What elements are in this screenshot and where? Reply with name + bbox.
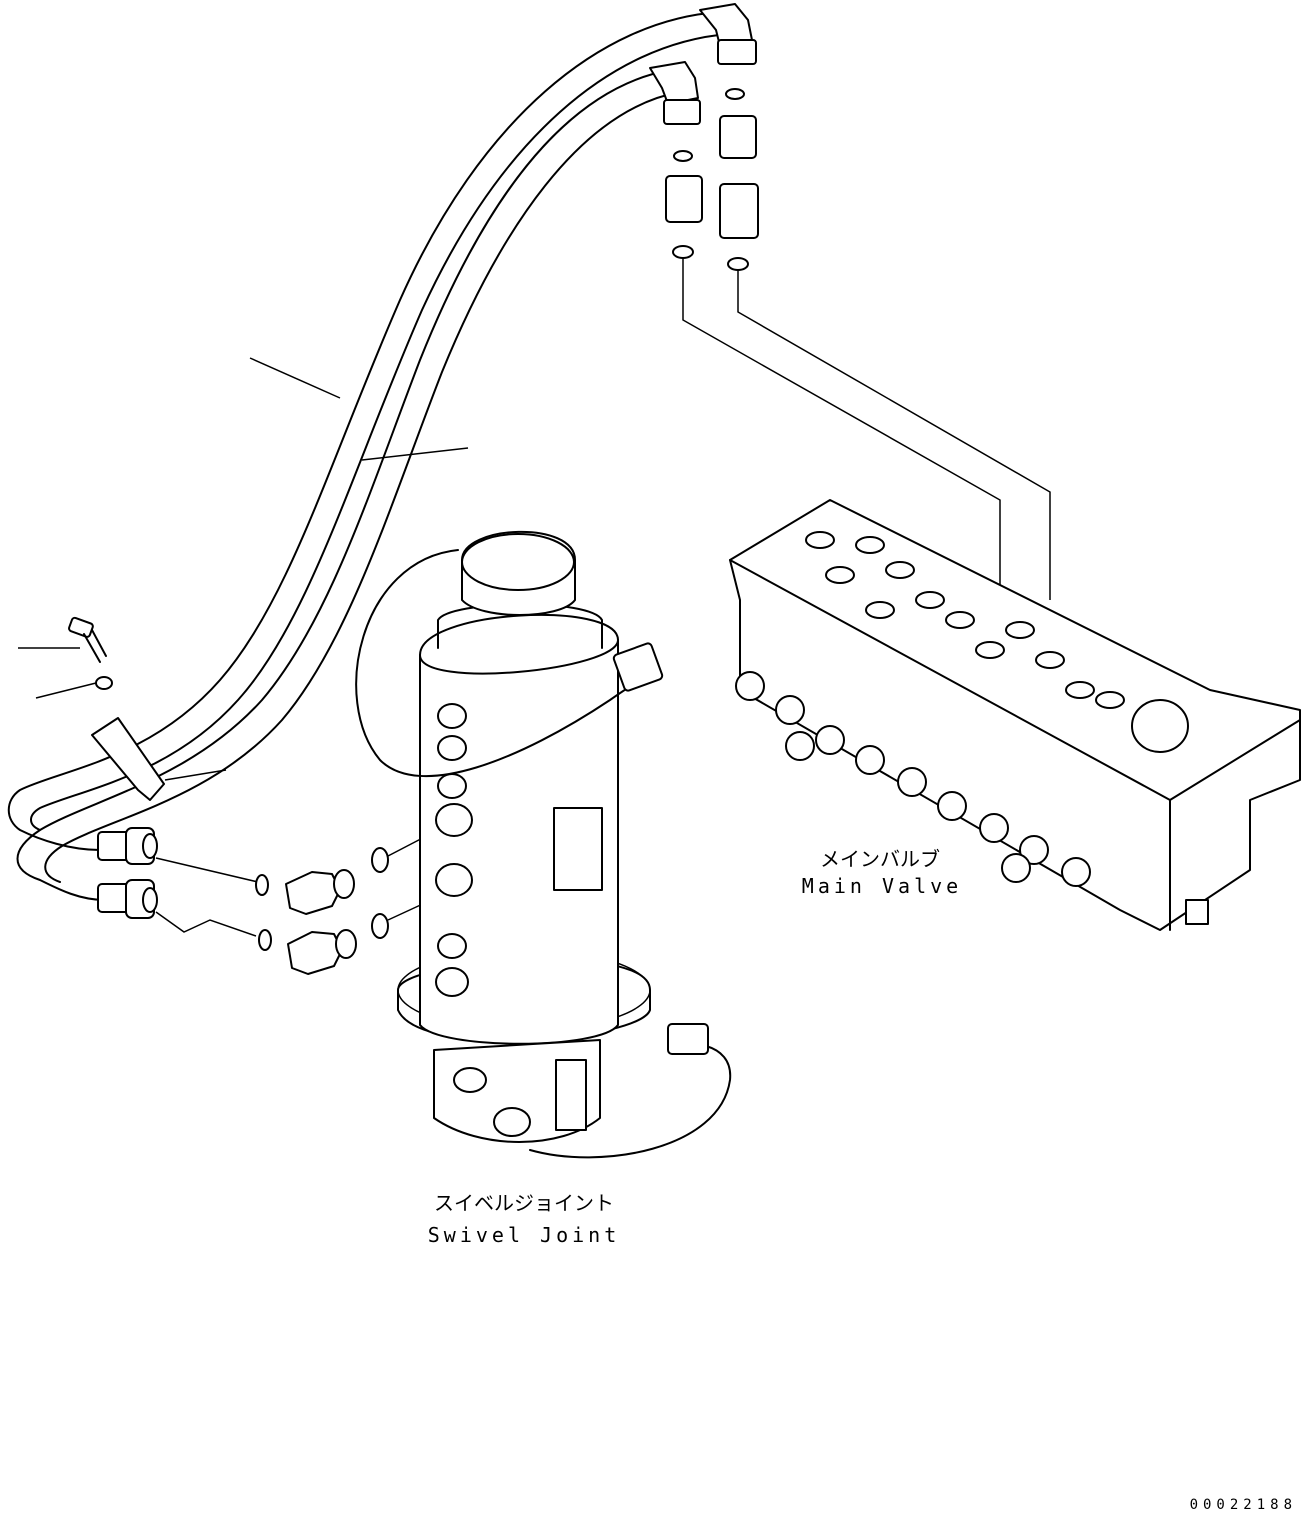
nameplate — [554, 808, 602, 890]
hose-fitting-lower-2 — [98, 880, 157, 918]
leader-lower-1 — [156, 858, 258, 882]
o-ring-lower-1 — [256, 875, 268, 895]
sensor-cable-upper — [356, 550, 650, 776]
callout-line-washer — [36, 682, 100, 698]
sensor-cable-lower — [530, 1046, 730, 1157]
document-number: 00022188 — [1189, 1497, 1297, 1513]
relief-valve — [1132, 700, 1188, 752]
leader-lower-2 — [156, 912, 256, 936]
o-ring-lower-2 — [259, 930, 271, 950]
upper-adapters — [666, 89, 758, 270]
main-valve-label-jp: メインバルブ — [820, 847, 940, 871]
swivel-port — [436, 704, 472, 996]
washer — [96, 677, 112, 689]
elbow-fitting-1 — [286, 870, 354, 914]
o-ring-swivel-2 — [372, 914, 388, 938]
sensor-connector-lower — [668, 1024, 708, 1054]
callout-line-hose-1 — [250, 358, 340, 398]
hose-fitting-top-2 — [650, 62, 700, 124]
swivel-joint-label-jp: スイベルジョイント — [434, 1191, 614, 1215]
hose-1 — [9, 12, 728, 850]
main-valve — [730, 500, 1300, 930]
o-ring-swivel-1 — [372, 848, 388, 872]
valve-spool-caps — [736, 672, 1090, 886]
swivel-joint-label-en: Swivel Joint — [428, 1223, 621, 1247]
callout-line-clamp — [165, 770, 226, 780]
elbow-fitting-2 — [288, 930, 356, 974]
callout-line-hose-2 — [362, 448, 468, 460]
hose-clamp — [92, 718, 164, 800]
main-valve-label-en: Main Valve — [802, 874, 962, 898]
sensor-connector-upper — [613, 642, 664, 691]
bolt — [68, 617, 106, 662]
leader-to-main-valve-2 — [738, 270, 1050, 600]
swivel-joint — [398, 532, 650, 1142]
leader-to-main-valve-1 — [683, 258, 1000, 600]
hose-2 — [18, 70, 681, 900]
hose-fitting-lower-1 — [98, 828, 157, 864]
hose-fitting-top-1 — [700, 4, 756, 64]
